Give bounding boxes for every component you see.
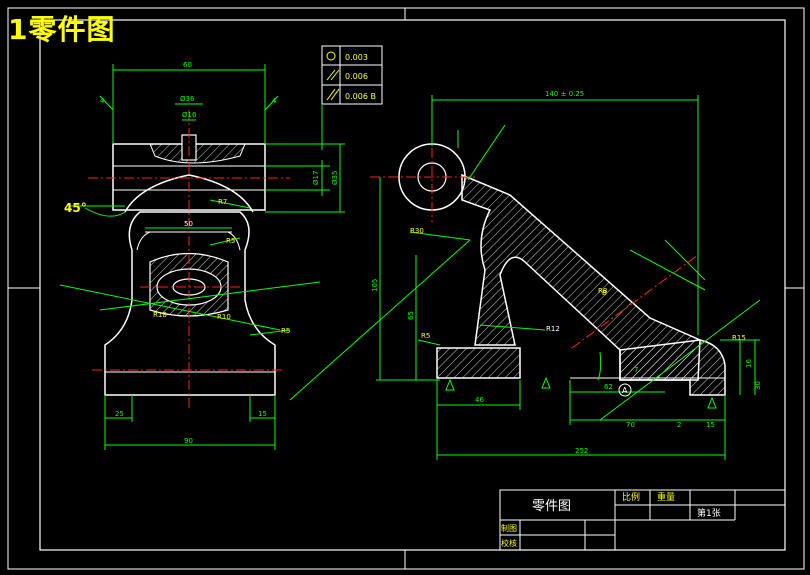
- side-view: 140 ± 0.25 R30 R8 R12 R5 R15 65 105 46 6…: [370, 90, 762, 460]
- dim-base-width: 90: [184, 437, 193, 445]
- dim-r5: R5: [421, 332, 430, 340]
- tolerance-frame: [321, 45, 383, 150]
- dim-16: 16: [745, 359, 753, 368]
- tolerance-value-1: 0.003: [345, 53, 368, 62]
- side-dimensions: [376, 95, 760, 460]
- dim-right-mark: 4: [272, 97, 277, 105]
- dim-width-46: 46: [475, 396, 484, 404]
- dim-height-65: 65: [407, 311, 415, 320]
- dim-top-width: 60: [183, 61, 192, 69]
- dim-slot-inner: Ø16: [182, 111, 197, 119]
- hatch-label: B: [602, 289, 607, 297]
- dim-bore-outer: Ø35: [331, 171, 339, 185]
- dim-r12: R12: [546, 325, 560, 333]
- dim-2: 2: [677, 421, 681, 429]
- front-view: 60 Ø36 Ø16 4 4 Ø17 Ø35 45° R7 50 R5 R18 …: [59, 61, 345, 450]
- title-part-name: 零件图: [532, 499, 571, 514]
- dim-top-span: 140 ± 0.25: [545, 90, 584, 98]
- dim-r8: R8: [598, 287, 607, 295]
- dim-r18: R18: [153, 311, 167, 319]
- centering-marks: [8, 8, 804, 569]
- dim-right-base: 15: [258, 410, 267, 418]
- dim-r5-top: R5: [226, 237, 235, 245]
- dim-r10: R10: [217, 313, 231, 321]
- dim-30: 30: [754, 381, 762, 390]
- datum-markers: [445, 376, 717, 409]
- side-base-left: [436, 347, 521, 379]
- dim-70: 70: [626, 421, 635, 429]
- tolerance-value-2: 0.006: [345, 72, 368, 81]
- tolerance-value-3: 0.006 B: [345, 92, 376, 101]
- dim-15: 15: [706, 421, 715, 429]
- side-base-right: [619, 339, 726, 396]
- dim-angle: 45°: [64, 201, 87, 215]
- neck-dome: [124, 174, 254, 213]
- title-scale-label: 比例: [622, 491, 640, 503]
- dim-r30: R30: [410, 227, 424, 235]
- dim-bore-inner: Ø17: [312, 171, 320, 185]
- dim-left-mark: 4: [100, 97, 105, 105]
- outer-border: [7, 7, 805, 570]
- side-centerlines: [370, 130, 699, 349]
- dim-62: 62: [604, 383, 613, 391]
- front-centerlines: [88, 110, 290, 408]
- top-hatch: [149, 143, 246, 164]
- dim-7: 7: [634, 366, 638, 374]
- title-drawn-label: 制图: [501, 523, 517, 533]
- sheet-title: 1零件图: [8, 13, 116, 46]
- title-sheet-label: 第1张: [697, 507, 721, 519]
- dim-bottom-span: 252: [575, 447, 588, 455]
- title-block: [499, 489, 786, 551]
- dim-r7: R7: [218, 198, 227, 206]
- dim-r15: R15: [732, 334, 746, 342]
- construction-lines: [289, 239, 761, 421]
- title-checked-label: 校核: [501, 538, 517, 548]
- front-dimensions: [59, 64, 345, 450]
- dim-span-50: 50: [184, 220, 193, 228]
- title-weight-label: 重量: [657, 491, 675, 503]
- inner-border: [39, 19, 786, 551]
- dim-r5-side: R5: [281, 327, 290, 335]
- dim-slot-outer: Ø36: [180, 95, 195, 103]
- dim-height-total: 105: [371, 279, 379, 292]
- datum-a-label: A: [622, 386, 628, 395]
- dim-left-base: 25: [115, 410, 124, 418]
